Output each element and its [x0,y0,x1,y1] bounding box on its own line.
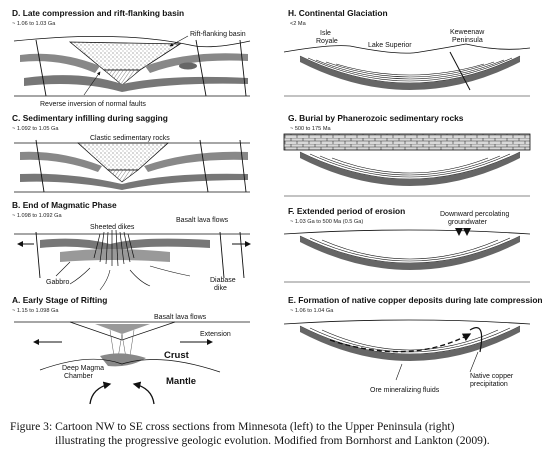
panel-b-age: ~ 1.098 to 1.092 Ga [12,213,62,219]
royale-label: Royale [316,38,338,45]
panel-a-title: A. Early Stage of Rifting [12,295,107,305]
native-copper-label: Native copper [470,373,514,380]
peninsula-label: Peninsula [452,37,483,44]
groundwater-label: groundwater [448,219,488,226]
panel-a-age: ~ 1.15 to 1.098 Ga [12,308,59,314]
panel-f: F. Extended period of erosion ~ 1.03 Ga … [283,206,531,283]
magma-chamber-label: Chamber [64,373,93,380]
precipitation-label: precipitation [470,381,508,388]
panel-a-section [14,321,250,405]
extension-label: Extension [200,331,231,338]
panel-b-title: B. End of Magmatic Phase [12,200,117,210]
panel-h: H. Continental Glaciation <2 Ma Isle Roy… [283,8,531,97]
figure-caption: Figure 3: Cartoon NW to SE cross section… [10,420,550,448]
diabase-label: Diabase [210,277,236,284]
panel-g: G. Burial by Phanerozoic sedimentary roc… [283,113,531,197]
clastic-sedimentary-label: Clastic sedimentary rocks [90,135,170,142]
panel-e: E. Formation of native copper deposits d… [283,295,543,394]
reverse-inversion-label: Reverse inversion of normal faults [40,101,146,108]
panel-f-section [283,228,531,283]
sheeted-dikes-label: Sheeted dikes [90,224,135,231]
panel-h-age: <2 Ma [290,21,307,27]
panel-e-title: E. Formation of native copper deposits d… [288,295,543,305]
downward-percolating-label: Downward percolating [440,211,509,218]
panel-f-age: ~ 1.03 Ga to 500 Ma (0.5 Ga) [290,219,363,225]
panel-d-title: D. Late compression and rift-flanking ba… [12,8,184,18]
panel-b-section [14,229,251,291]
panel-c: C. Sedimentary infilling during sagging … [12,113,250,193]
basalt-lava-a-label: Basalt lava flows [154,314,207,321]
crust-label: Crust [164,350,190,361]
caption-line-2: illustrating the progressive geologic ev… [55,434,490,447]
mantle-label: Mantle [166,376,196,387]
rift-flanking-basin-label: Rift-flanking basin [190,31,246,38]
panel-d: D. Late compression and rift-flanking ba… [12,8,251,108]
panel-h-title: H. Continental Glaciation [288,8,388,18]
panel-g-section [283,133,531,197]
panel-f-title: F. Extended period of erosion [288,206,405,216]
basalt-lava-b-label: Basalt lava flows [176,217,229,224]
isle-label: Isle [320,30,331,37]
panel-c-title: C. Sedimentary infilling during sagging [12,113,168,123]
panel-g-age: ~ 500 to 175 Ma [290,126,331,132]
panel-h-section [283,43,531,97]
panel-c-section [14,139,250,193]
ore-mineralizing-label: Ore mineralizing fluids [370,387,440,394]
lake-superior-label: Lake Superior [368,42,412,49]
panel-b: B. End of Magmatic Phase ~ 1.098 to 1.09… [12,200,251,292]
deep-magma-label: Deep Magma [62,365,104,372]
panel-e-age: ~ 1.06 to 1.04 Ga [290,308,334,314]
caption-line-1: Figure 3: Cartoon NW to SE cross section… [10,420,455,433]
panel-e-section [283,319,531,381]
keweenaw-label: Keweenaw [450,29,485,36]
panel-g-title: G. Burial by Phanerozoic sedimentary roc… [288,113,464,123]
panel-a: A. Early Stage of Rifting ~ 1.15 to 1.09… [12,295,250,405]
geologic-cross-section-figure: D. Late compression and rift-flanking ba… [12,8,543,405]
dike-label: dike [214,285,227,292]
panel-c-age: ~ 1.092 to 1.05 Ga [12,126,59,132]
panel-d-age: ~ 1.06 to 1.03 Ga [12,21,56,27]
gabbro-label: Gabbro [46,279,69,286]
panel-d-section [13,35,251,97]
